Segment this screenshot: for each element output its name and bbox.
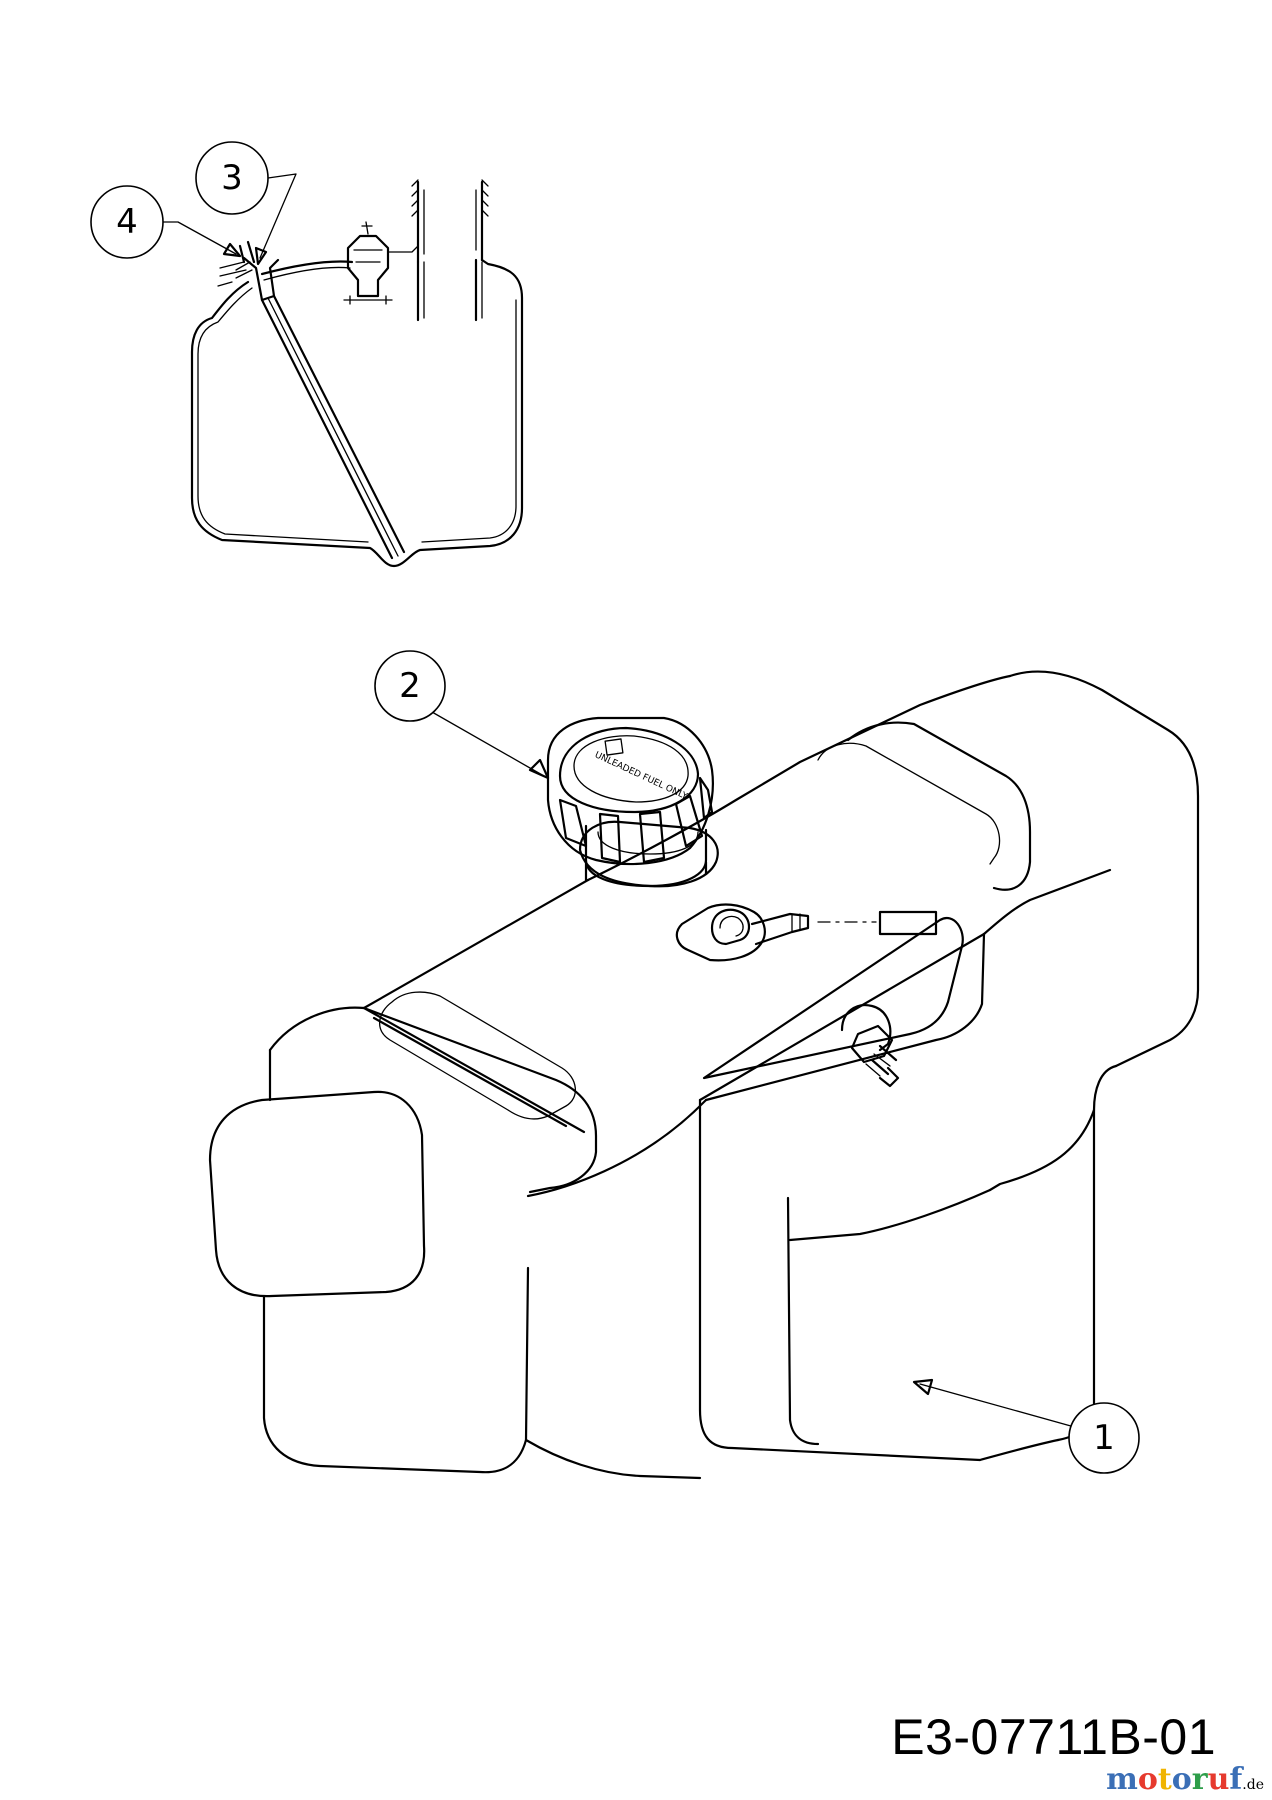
callout-4-label: 4 bbox=[116, 202, 138, 242]
watermark-letter: m bbox=[1106, 1762, 1138, 1797]
callout-3: 3 bbox=[195, 141, 269, 215]
callout-3-label: 3 bbox=[221, 158, 243, 198]
watermark-letter: r bbox=[1191, 1762, 1208, 1797]
drawing-number: E3-07711B-01 bbox=[891, 1709, 1216, 1765]
callout-2-label: 2 bbox=[399, 666, 421, 706]
watermark-text: motoruf bbox=[1106, 1762, 1242, 1797]
watermark-tld: .de bbox=[1242, 1777, 1264, 1793]
fuel-cap: UNLEADED FUEL ONLY bbox=[546, 716, 714, 882]
watermark-letter: t bbox=[1157, 1762, 1172, 1797]
callout-1: 1 bbox=[1068, 1402, 1140, 1474]
callout-1-label: 1 bbox=[1093, 1418, 1115, 1458]
leader-lines bbox=[161, 173, 1079, 1429]
callout-2: 2 bbox=[374, 650, 446, 722]
watermark-letter: o bbox=[1171, 1762, 1192, 1797]
callout-4: 4 bbox=[90, 185, 164, 259]
tank-cross-section bbox=[190, 179, 524, 568]
watermark-letter: u bbox=[1207, 1762, 1230, 1797]
watermark-logo: motoruf.de bbox=[1106, 1762, 1264, 1797]
fuel-tank bbox=[208, 670, 1200, 1480]
cap-imprint: UNLEADED FUEL ONLY bbox=[593, 750, 689, 802]
watermark-letter: f bbox=[1229, 1762, 1243, 1797]
watermark-letter: o bbox=[1137, 1762, 1158, 1797]
